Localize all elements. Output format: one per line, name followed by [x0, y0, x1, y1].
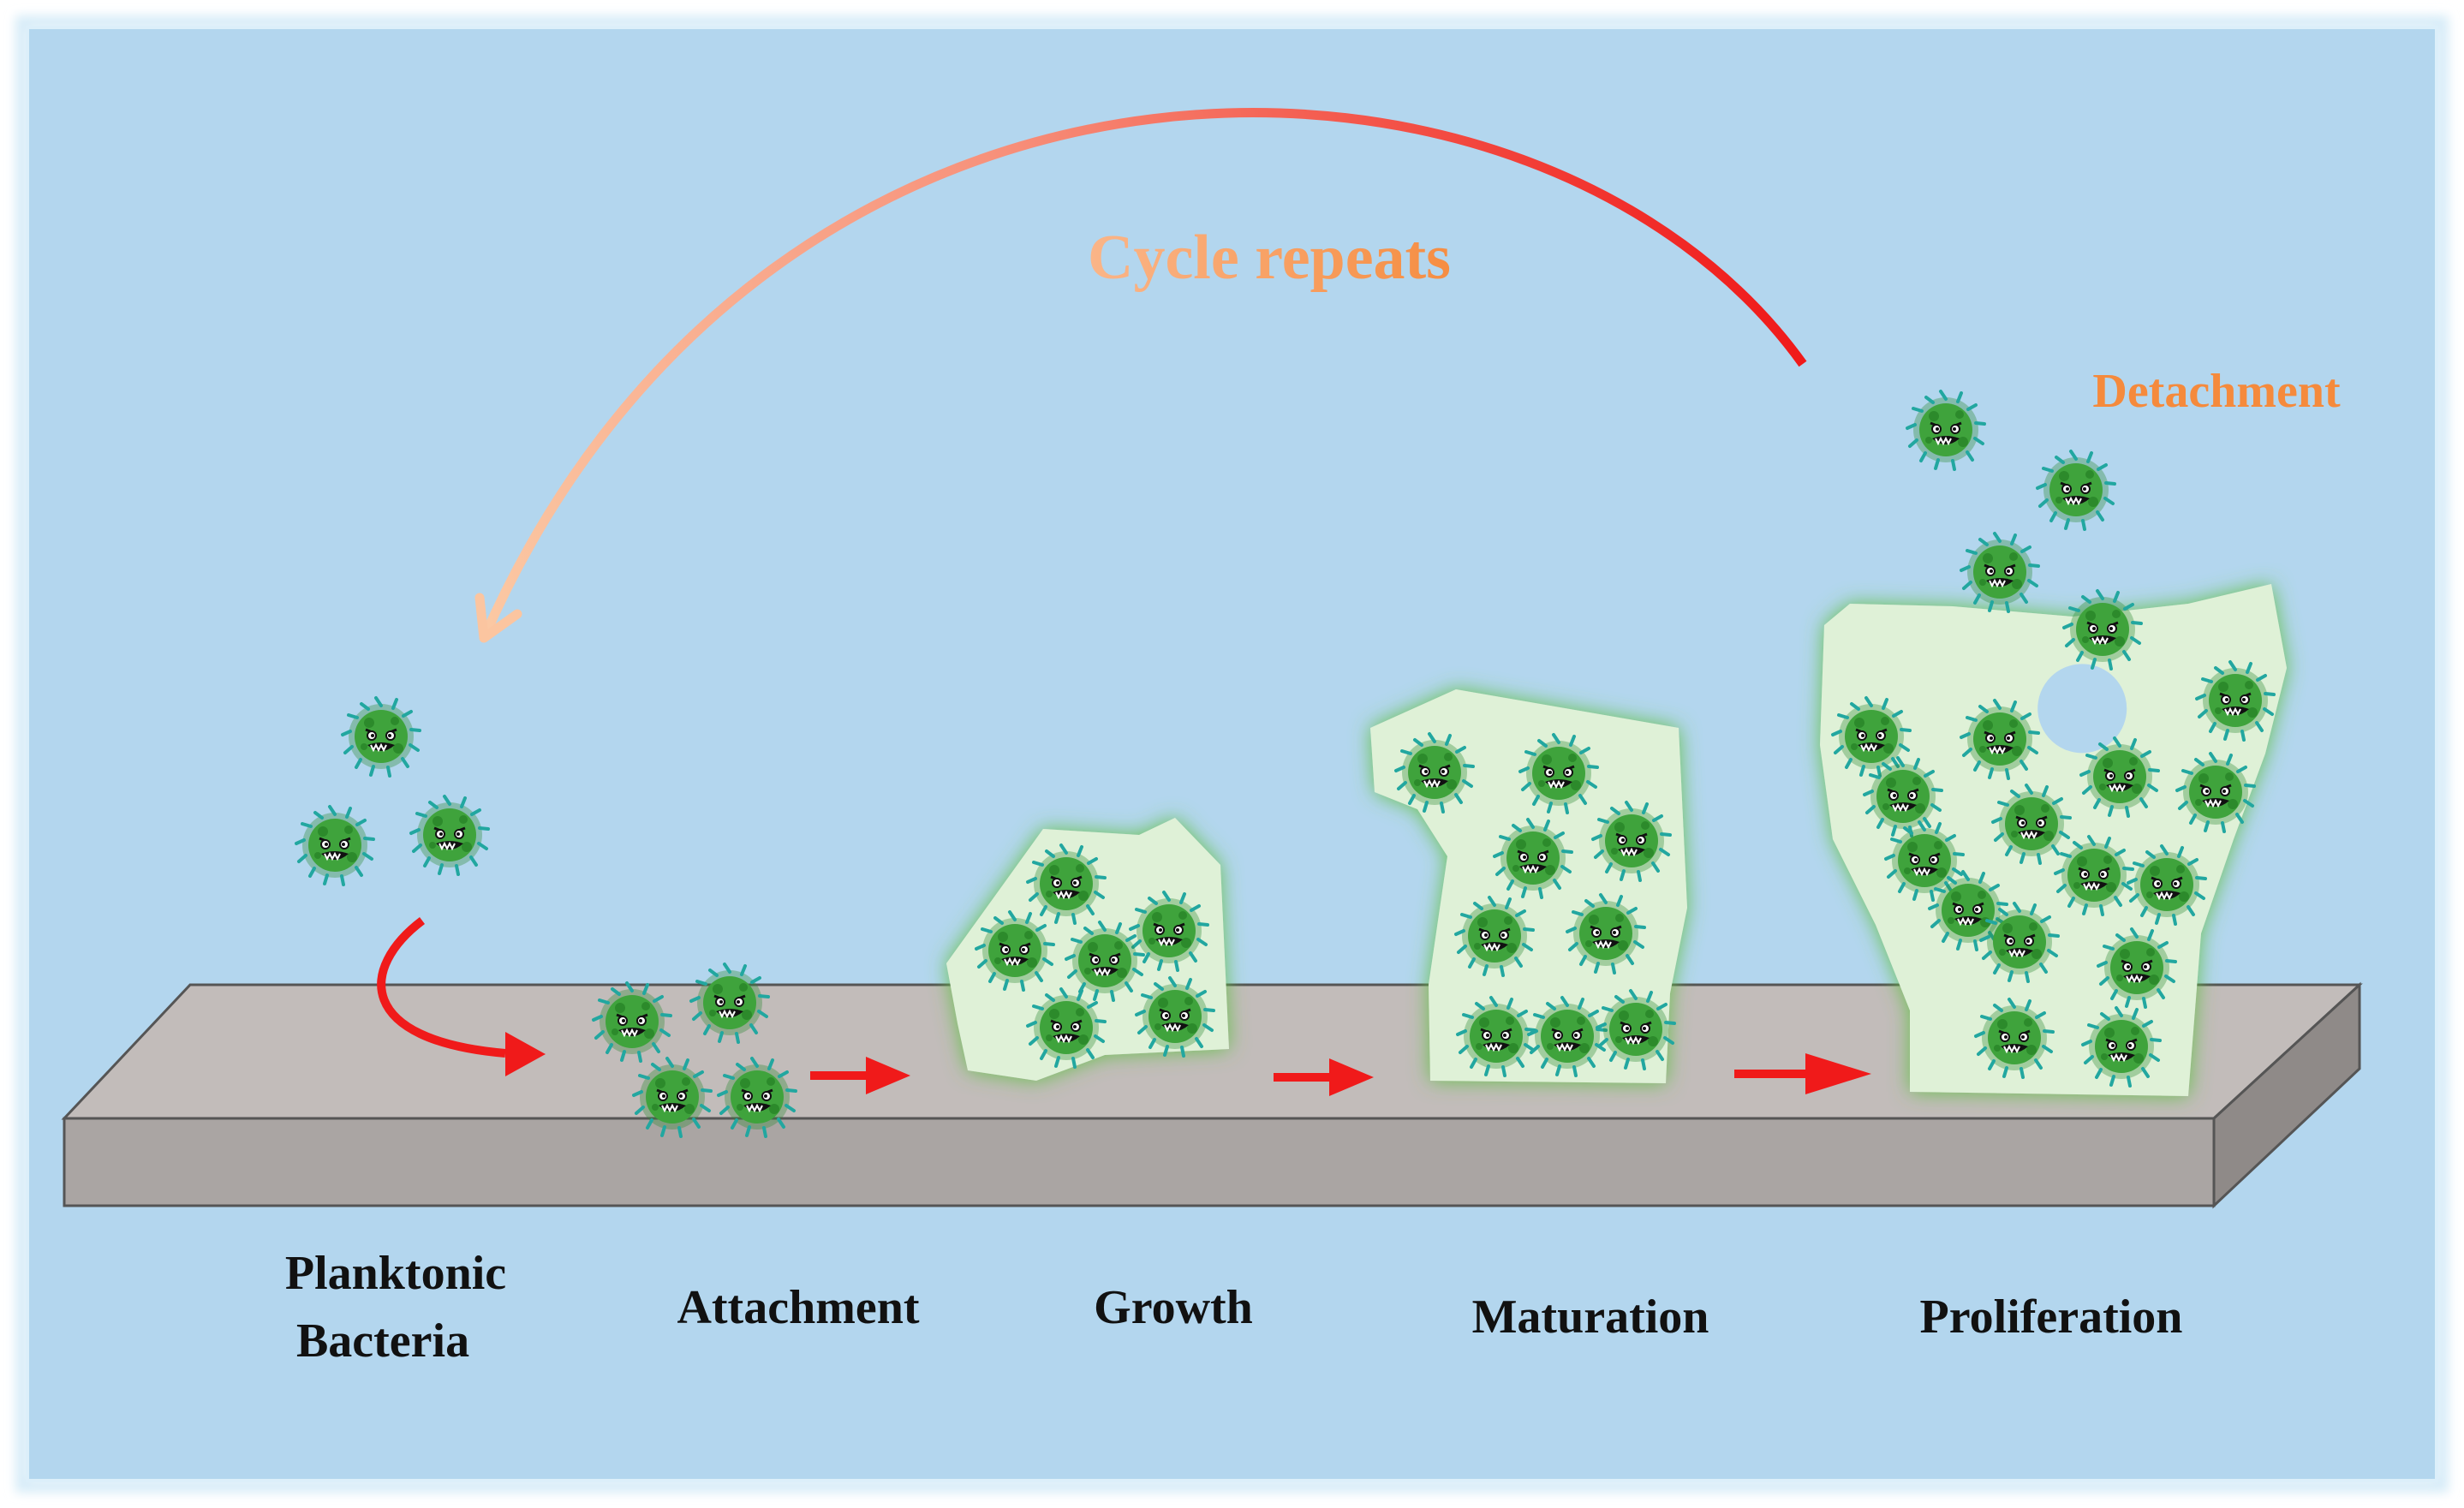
biofilm-detachment-gap — [2037, 664, 2127, 754]
curved-arrowhead-icon — [505, 1032, 546, 1076]
cycle-arrowhead-icon — [474, 593, 522, 643]
red-arrow-icon — [810, 1057, 910, 1094]
maturation-label: Maturation — [1472, 1290, 1709, 1344]
cycle-arc-arrow-icon — [479, 108, 1807, 641]
red-arrow-icon — [1734, 1053, 1871, 1094]
growth-label: Growth — [1094, 1281, 1253, 1334]
cycle-label: Cycle repeats — [1088, 223, 1451, 293]
planktonic-label-line1: Planktonic — [285, 1247, 506, 1300]
detachment-label: Detachment — [2092, 365, 2341, 418]
surface-front — [63, 1117, 2216, 1207]
attachment-label: Attachment — [677, 1281, 919, 1334]
curved-arrow-icon — [377, 917, 506, 1058]
red-arrow-icon — [1274, 1058, 1374, 1096]
proliferation-label: Proliferation — [1920, 1290, 2183, 1344]
surface-side — [2212, 981, 2361, 1209]
planktonic-label-line2: Bacteria — [296, 1314, 469, 1368]
